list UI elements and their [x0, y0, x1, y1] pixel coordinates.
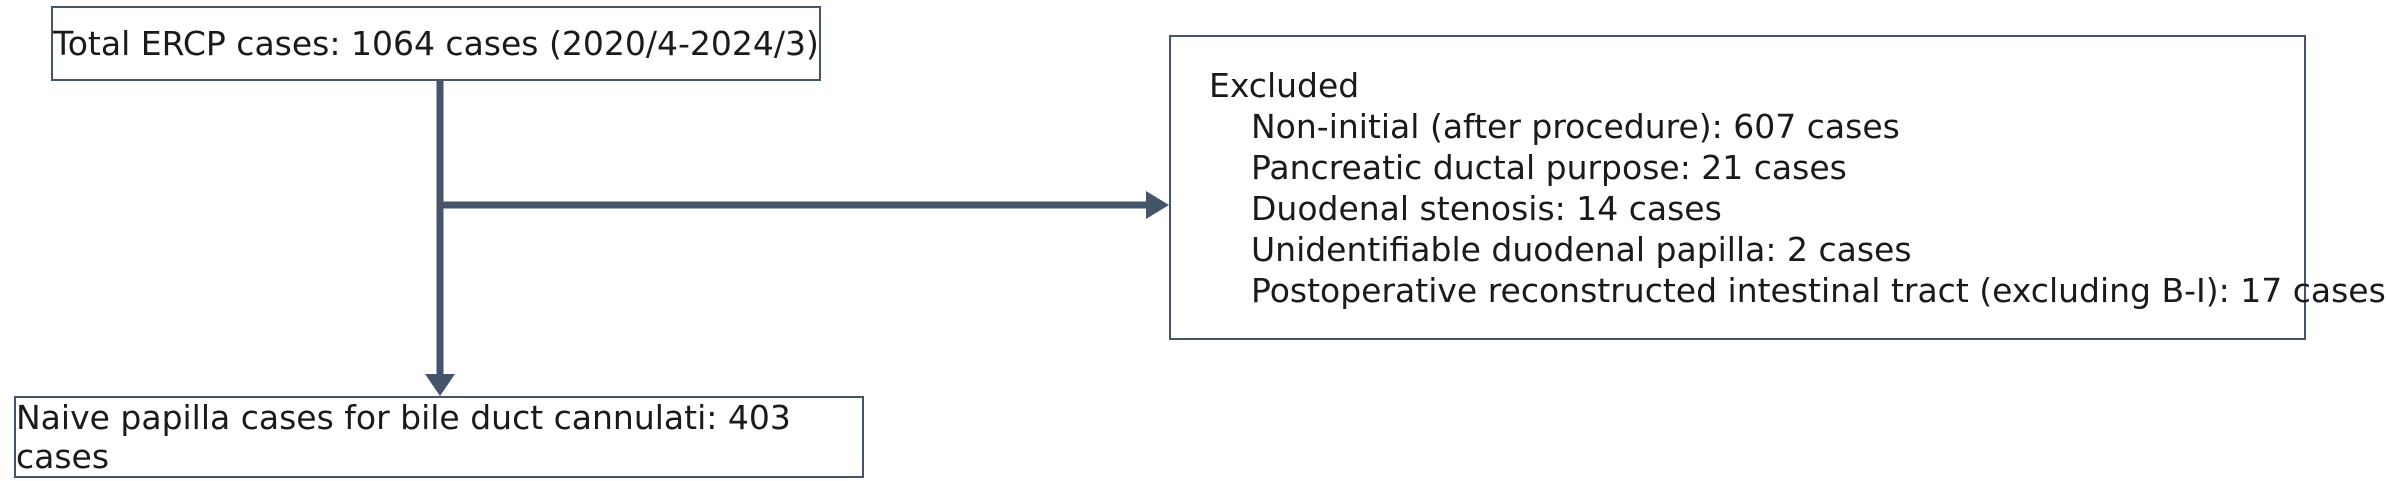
excluded-title: Excluded: [1209, 66, 1360, 105]
excluded-item-non-initial: Non-initial (after procedure): 607 cases: [1251, 107, 1900, 146]
down-arrowhead: [425, 374, 455, 396]
naive-papilla-text: Naive papilla cases for bile duct cannul…: [16, 398, 791, 476]
flow-connectors: [425, 81, 1169, 396]
excluded-item-unidentifiable-papilla: Unidentifiable duodenal papilla: 2 cases: [1251, 230, 1912, 269]
excluded-item-pancreatic-ductal: Pancreatic ductal purpose: 21 cases: [1251, 148, 1847, 187]
total-cases-text: Total ERCP cases: 1064 cases (2020/4-202…: [53, 24, 819, 63]
naive-papilla-box: Naive papilla cases for bile duct cannul…: [14, 396, 864, 478]
total-cases-box: Total ERCP cases: 1064 cases (2020/4-202…: [51, 6, 821, 81]
excluded-item-postoperative-tract: Postoperative reconstructed intestinal t…: [1251, 271, 2386, 310]
excluded-box: Excluded Non-initial (after procedure): …: [1169, 35, 2386, 340]
excluded-item-duodenal-stenosis: Duodenal stenosis: 14 cases: [1251, 189, 1722, 228]
right-arrowhead: [1146, 191, 1169, 219]
